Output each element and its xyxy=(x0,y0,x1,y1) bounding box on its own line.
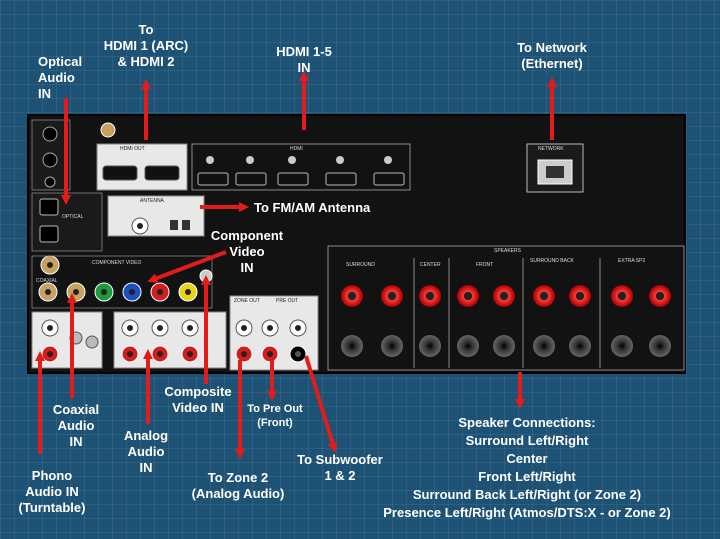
label-network: To Network(Ethernet) xyxy=(517,40,587,71)
hdmi-in-ports xyxy=(197,172,405,186)
hdmi-out-1 xyxy=(102,165,138,181)
panel-surround: SURROUND xyxy=(346,262,375,268)
panel-coaxial: COAXIAL xyxy=(36,278,58,284)
panel-network: NETWORK xyxy=(538,146,564,152)
panel-surround-back: SURROUND BACK xyxy=(530,258,574,264)
optical-jack-2 xyxy=(39,225,59,243)
panel-speakers: SPEAKERS xyxy=(494,248,521,254)
panel-front: FRONT xyxy=(476,262,494,268)
panel-component-video: COMPONENT VIDEO xyxy=(92,260,142,266)
label-speaker-connections: Speaker Connections: Surround Left/Right… xyxy=(383,415,671,520)
optical-jack-1 xyxy=(39,198,59,216)
ethernet-port xyxy=(537,159,573,185)
speaker-terminals xyxy=(341,285,671,357)
panel-extra-sp: EXTRA SP2 xyxy=(618,258,646,264)
panel-hdmi-out: HDMI OUT xyxy=(120,146,145,152)
panel-pre-out: PRE OUT xyxy=(276,298,299,304)
label-antenna: To FM/AM Antenna xyxy=(254,200,371,215)
panel-center: CENTER xyxy=(420,262,441,268)
panel-optical: OPTICAL xyxy=(62,214,84,220)
pre-out-jacks xyxy=(235,319,307,363)
panel-hdmi-in: HDMI xyxy=(290,146,303,152)
callout-arrows xyxy=(35,71,557,459)
analog-audio-jacks xyxy=(121,319,199,363)
label-pre-out: To Pre Out(Front) xyxy=(247,403,303,429)
hdmi-out-2 xyxy=(144,165,180,181)
label-zone2: To Zone 2(Analog Audio) xyxy=(191,470,285,501)
panel-antenna: ANTENNA xyxy=(140,198,164,204)
panel-zone-out: ZONE OUT xyxy=(234,298,260,304)
